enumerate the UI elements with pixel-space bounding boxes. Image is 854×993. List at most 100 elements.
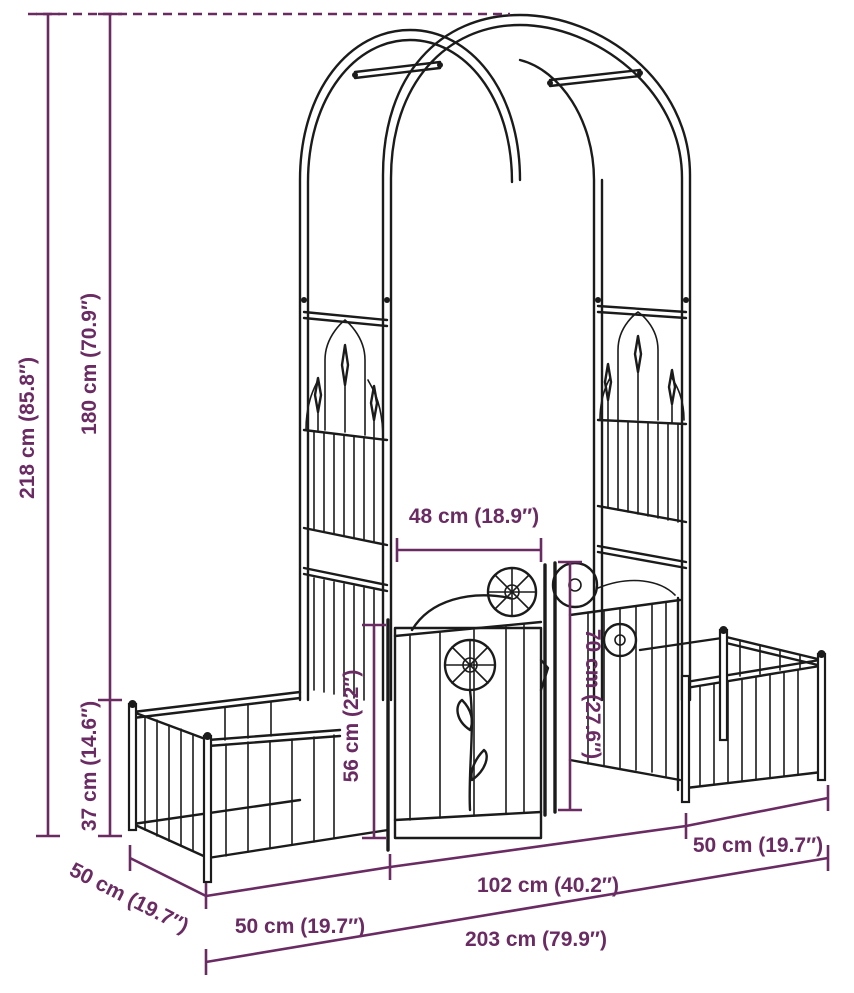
gothic-arch (324, 318, 366, 436)
rivet (547, 80, 553, 86)
right-planter-width-label: 50 cm (19.7″) (693, 834, 823, 857)
pickets (313, 431, 375, 543)
panel-rail (302, 572, 389, 593)
crossbar-top-right (548, 68, 642, 82)
center-width-line (389, 824, 687, 869)
post-cap (203, 732, 212, 740)
left-planter-width-line (205, 865, 391, 898)
side-gate (551, 561, 682, 792)
right-planter-width-line (685, 796, 829, 828)
rivet (595, 297, 601, 303)
gate-bottom-rail (393, 810, 543, 822)
spear-finial (633, 334, 643, 374)
dimension-lines (28, 12, 830, 975)
planter-rail (206, 734, 342, 748)
panel-rail (302, 428, 389, 442)
crossbar-top-left (353, 60, 442, 74)
gate-pickets (409, 624, 525, 821)
gate-frame (393, 626, 543, 840)
total-width-label: 203 cm (79.9″) (465, 928, 607, 951)
back-arch-right (518, 58, 596, 702)
right-planter (638, 626, 827, 804)
planter-post (127, 702, 138, 832)
depth-line (129, 856, 207, 898)
crossbar-top-left-2 (353, 66, 442, 80)
gate-height-label: 56 cm (22″) (340, 670, 363, 783)
planter-rail (720, 634, 824, 662)
dimension-labels: 218 cm (85.8″) 180 cm (70.9″) 37 cm (14.… (16, 293, 823, 951)
panel-rail (302, 566, 389, 587)
planter-rail (131, 690, 302, 714)
right-side-panel (596, 304, 688, 570)
rivet (637, 70, 643, 76)
center-width-label: 102 cm (40.2″) (477, 874, 619, 897)
planter-rail (720, 640, 824, 668)
pickets (607, 421, 679, 523)
planter-rail (684, 658, 822, 684)
panel-rail (302, 526, 389, 547)
spear-finial (667, 368, 677, 406)
panel-rail (596, 418, 688, 426)
panel-rail (302, 316, 389, 328)
planter-bars (144, 701, 335, 857)
planter-rail (206, 828, 390, 860)
rivet (384, 297, 390, 303)
back-arch-inner (306, 38, 514, 702)
planter-height-label: 37 cm (14.6″) (78, 701, 101, 831)
panel-rail (302, 310, 389, 322)
gate-rail (568, 598, 682, 617)
flower-ornament (602, 622, 638, 658)
flower-petals (487, 567, 537, 617)
planter-post (680, 674, 691, 804)
gothic-arch (617, 311, 659, 421)
post-cap (817, 650, 826, 658)
front-arch-outer (381, 13, 692, 702)
planter-rail (638, 636, 724, 652)
rivet (437, 62, 443, 68)
spear-finial (313, 376, 323, 414)
garden-arch (298, 13, 692, 702)
post-cap (719, 626, 728, 634)
gate-top-rail (393, 620, 543, 638)
scroll-ornament (410, 594, 512, 632)
planter-rail (131, 696, 302, 720)
rivet (352, 72, 358, 78)
main-gate (386, 561, 557, 852)
arch-height-label: 180 cm (70.9″) (78, 293, 101, 435)
left-planter-width-label: 50 cm (19.7″) (235, 915, 365, 938)
gate-width-label: 48 cm (18.9″) (409, 505, 539, 528)
leaf (470, 748, 488, 782)
left-planter (127, 690, 390, 884)
panel-rail (596, 504, 688, 524)
planter-post (202, 734, 213, 884)
spear-finial (340, 343, 350, 387)
planter-rail (131, 798, 302, 826)
gate-rail (568, 758, 682, 782)
back-arch-outer (298, 28, 522, 702)
front-arch-inner (389, 23, 684, 702)
planter-rail (684, 770, 824, 790)
panel-rail (596, 544, 688, 564)
planter-rail (684, 664, 822, 690)
planter-bars (699, 639, 801, 787)
scroll-ornament (597, 579, 676, 596)
left-side-panel (302, 310, 389, 703)
side-panel-height-label: 70 cm (27.6″) (581, 629, 604, 759)
post-cap (128, 700, 137, 708)
gothic-arch (599, 377, 611, 421)
panel-rail (596, 304, 688, 314)
leaf (456, 698, 474, 732)
flower-ornament (551, 561, 599, 609)
flower-petals (444, 639, 496, 691)
rivet (683, 297, 689, 303)
spear-finial (369, 384, 379, 422)
planter-post (718, 628, 729, 742)
crossbar-top-right-2 (548, 74, 642, 88)
rivet (301, 297, 307, 303)
total-height-label: 218 cm (85.8″) (16, 357, 39, 499)
total-width-line (205, 856, 829, 964)
flower-center (614, 634, 626, 646)
planter-post (816, 652, 827, 782)
